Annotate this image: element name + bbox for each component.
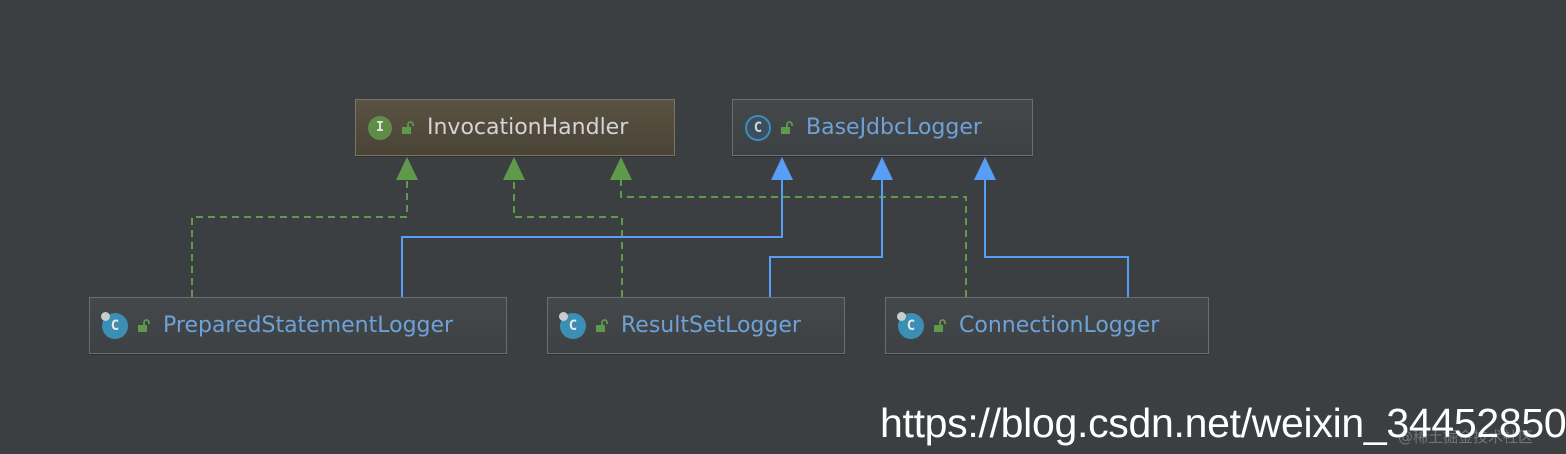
arrowhead-implements-1 [396,157,418,180]
node-invocation-handler[interactable]: I InvocationHandler [355,99,675,156]
node-label: ConnectionLogger [959,313,1160,338]
interface-icon: I [368,115,392,140]
edge-resultset-implements-handler [513,178,623,297]
public-lock-icon [137,318,151,333]
class-icon: C [897,311,924,339]
watermark-faint-text: @稀土掘金技术社区 [1398,428,1534,446]
node-label: PreparedStatementLogger [163,313,454,338]
edge-connection-extends-base [984,178,1129,297]
class-icon: C [101,311,128,339]
edge-prepared-extends-base [401,178,783,297]
arrowhead-extends-3 [974,157,996,180]
spark-icon [101,311,110,321]
node-prepared-statement-logger[interactable]: C PreparedStatementLogger [89,297,507,354]
node-base-jdbc-logger[interactable]: C BaseJdbcLogger [732,99,1033,156]
node-label: BaseJdbcLogger [806,115,982,140]
watermark-url: https://blog.csdn.net/weixin_34452850 [880,400,1566,446]
node-label: InvocationHandler [427,115,629,140]
public-lock-icon [933,318,947,333]
arrowhead-extends-1 [771,157,793,180]
public-lock-icon [780,120,794,135]
edge-prepared-implements-handler [191,178,408,297]
node-result-set-logger[interactable]: C ResultSetLogger [547,297,845,354]
class-icon: C [559,311,586,339]
edge-resultset-extends-base [769,178,883,297]
arrowhead-implements-2 [503,157,525,180]
arrowhead-implements-3 [610,157,632,180]
abstract-class-icon: C [745,114,771,141]
public-lock-icon [401,120,415,135]
node-connection-logger[interactable]: C ConnectionLogger [885,297,1209,354]
spark-icon [559,311,568,321]
arrowhead-extends-2 [871,157,893,180]
spark-icon [897,311,906,321]
edge-connection-implements-handler [620,178,967,297]
node-label: ResultSetLogger [621,313,801,338]
public-lock-icon [595,318,609,333]
